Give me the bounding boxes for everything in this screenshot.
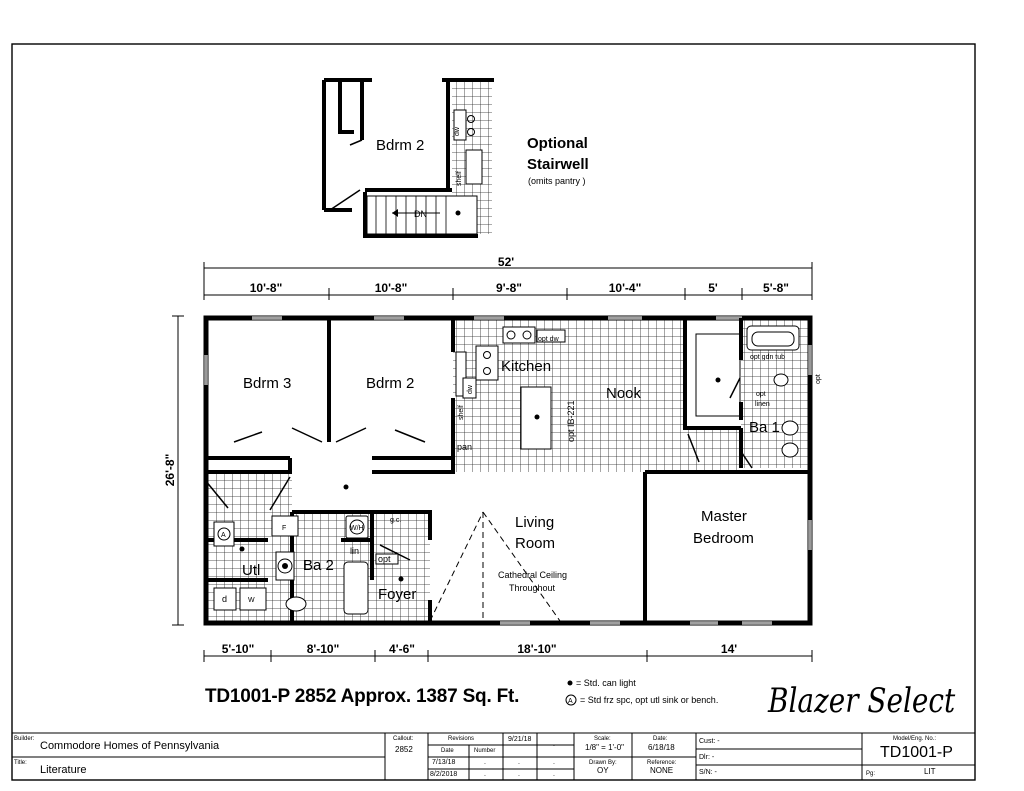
svg-text:F: F (282, 525, 286, 532)
optional-stairwell-plan: DN dw shelf Bdrm 2 (322, 78, 494, 238)
room-living-1: Living (515, 514, 554, 531)
sheet-border (11, 43, 976, 781)
room-bdrm3: Bdrm 3 (243, 375, 291, 392)
model-number: TD1001-P (880, 744, 953, 761)
can-lights (239, 484, 404, 582)
callout-value: 2852 (395, 745, 413, 754)
dim-bottom-2: 8'-10" (307, 642, 340, 656)
brand-name: Blazer Select (768, 681, 956, 721)
title-value: Literature (40, 764, 87, 776)
dn-label: DN (414, 209, 427, 219)
room-master-1: Master (701, 508, 747, 525)
room-living-2: Room (515, 535, 555, 552)
svg-text:pan: pan (457, 442, 472, 452)
scale-value: 1/8" = 1'-0" (585, 743, 625, 752)
cust-value: Cust: - (699, 738, 720, 745)
can-light-symbol (567, 680, 573, 686)
svg-text:d: d (222, 594, 227, 604)
svg-text:opt: opt (378, 554, 391, 564)
legend-can-light: = Std. can light (576, 678, 636, 688)
svg-text:opt dw: opt dw (538, 336, 560, 343)
svg-text:linen: linen (755, 401, 770, 408)
legend-frz-spc: = Std frz spc, opt utl sink or bench. (580, 695, 719, 705)
dim-depth: 26'-8" (163, 454, 177, 487)
room-master-2: Bedroom (693, 530, 754, 547)
room-kitchen: Kitchen (501, 358, 551, 375)
room-foyer: Foyer (378, 586, 416, 603)
svg-text:A: A (568, 698, 573, 705)
dim-bottom-1: 5'-10" (222, 642, 255, 656)
optional-bdrm2-label: Bdrm 2 (376, 137, 424, 154)
reference-value: NONE (650, 766, 674, 775)
svg-text:g.c.: g.c. (390, 517, 401, 524)
dim-bottom-5: 14' (721, 642, 737, 656)
circle-a-symbol (565, 694, 577, 706)
dim-overall: 52' (498, 255, 514, 269)
cathedral-2: Throughout (509, 583, 556, 593)
cathedral-1: Cathedral Ceiling (498, 570, 567, 580)
dim-top-1: 10'-8" (250, 281, 283, 295)
room-bdrm2: Bdrm 2 (366, 375, 414, 392)
svg-text:lin: lin (350, 546, 359, 556)
svg-text:opt IB-221: opt IB-221 (566, 400, 576, 442)
svg-text:opt gdn tub: opt gdn tub (750, 354, 785, 361)
svg-text:A: A (221, 532, 226, 539)
svg-text:W/H: W/H (350, 525, 364, 532)
room-utl: Utl (242, 562, 260, 579)
dim-top-5: 5' (708, 281, 718, 295)
plan-caption: TD1001-P 2852 Approx. 1387 Sq. Ft. (205, 686, 520, 707)
dimension-lines (172, 262, 813, 662)
svg-text:W: W (248, 597, 255, 604)
date-value: 6/18/18 (648, 743, 675, 752)
svg-text:shelf: shelf (458, 405, 465, 420)
dim-top-3: 9'-8" (496, 281, 522, 295)
title-block-grid (12, 732, 975, 780)
svg-text:dw: dw (467, 384, 474, 394)
optional-stairwell-subtitle: (omits pantry ) (528, 176, 586, 186)
dlr-value: Dlr: - (699, 754, 715, 761)
dim-bottom-3: 4'-6" (389, 642, 415, 656)
room-ba2: Ba 2 (303, 557, 334, 574)
drawn-by-value: OY (597, 766, 609, 775)
dim-top-2: 10'-8" (375, 281, 408, 295)
room-nook: Nook (606, 385, 642, 402)
room-ba1: Ba 1 (749, 419, 780, 436)
dim-top-6: 5'-8" (763, 281, 789, 295)
builder-name: Commodore Homes of Pennsylvania (40, 740, 220, 752)
svg-text:dw: dw (454, 126, 461, 136)
svg-text:opt: opt (815, 374, 822, 384)
page-value: LIT (924, 767, 936, 776)
dim-bottom-4: 18'-10" (517, 642, 556, 656)
sn-value: S/N: - (699, 769, 717, 776)
svg-text:opt: opt (756, 391, 766, 398)
dim-top-4: 10'-4" (609, 281, 642, 295)
svg-text:shelf: shelf (456, 171, 463, 186)
optional-stairwell-title: Optional Stairwell (527, 135, 589, 173)
